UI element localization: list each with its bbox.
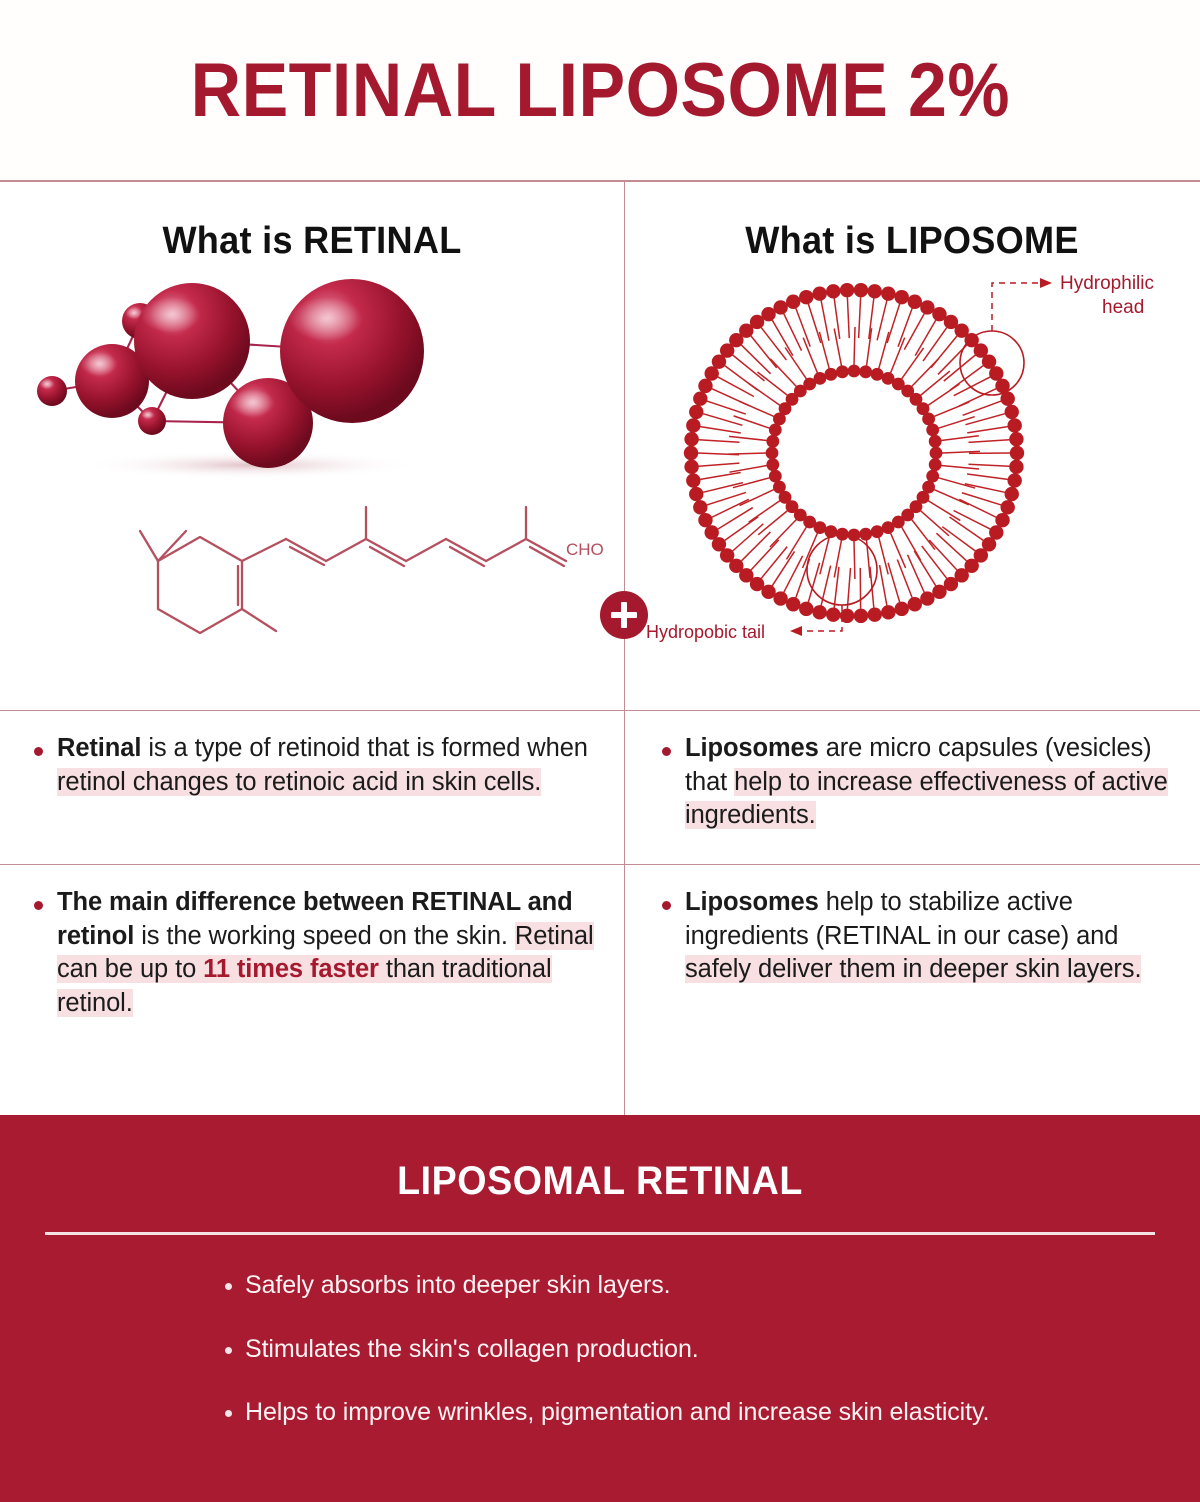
bullet-dot-icon [225, 1410, 232, 1417]
comparison-grid: What is RETINAL [0, 180, 1200, 1115]
retinal-heading: What is RETINAL [16, 182, 609, 263]
bullet-cell-right-1: Liposomes are micro capsules (vesicles) … [624, 710, 1200, 847]
hydrophilic-head-label-line2: head [1102, 297, 1144, 318]
list-item: Safely absorbs into deeper skin layers. [225, 1269, 1080, 1303]
hydrophobic-tail-label: Hydropobic tail [646, 622, 765, 642]
bullet-text-left-1: Retinal is a type of retinoid that is fo… [57, 732, 594, 799]
hydrophilic-head-label-line1: Hydrophilic [1060, 273, 1154, 294]
bullet-row-2: The main difference between RETINAL and … [0, 864, 1200, 1035]
retinal-molecule-graphic: CHO [0, 263, 624, 683]
bullet-dot-icon [662, 747, 671, 756]
bullet-dot-icon [34, 747, 43, 756]
liposomal-retinal-banner: LIPOSOMAL RETINAL Safely absorbs into de… [0, 1115, 1200, 1502]
bullet-text-right-1: Liposomes are micro capsules (vesicles) … [685, 732, 1182, 833]
hydrophilic-head-callout [960, 278, 1052, 395]
diagram-row: What is RETINAL [0, 182, 1200, 710]
list-item: Liposomes help to stabilize active ingre… [662, 886, 1182, 987]
liposome-bilayer-graphic: Hydrophilic head Hydropobic tail [624, 263, 1200, 683]
banner-item-text: Safely absorbs into deeper skin layers. [245, 1269, 671, 1303]
banner-item-text: Stimulates the skin's collagen productio… [245, 1333, 699, 1367]
bullet-dot-icon [662, 901, 671, 910]
list-item: Helps to improve wrinkles, pigmentation … [225, 1396, 1080, 1430]
page-header: RETINAL LIPOSOME 2% [0, 0, 1200, 180]
list-item: Retinal is a type of retinoid that is fo… [34, 732, 594, 799]
bullet-row-1: Retinal is a type of retinoid that is fo… [0, 710, 1200, 847]
bullet-cell-left-1: Retinal is a type of retinoid that is fo… [0, 710, 624, 847]
liposome-artwork: Hydrophilic head Hydropobic tail [624, 263, 1200, 703]
bullet-text-left-2: The main difference between RETINAL and … [57, 886, 594, 1021]
list-item: Liposomes are micro capsules (vesicles) … [662, 732, 1182, 833]
retinal-skeletal-formula [140, 507, 566, 633]
liposome-heading: What is LIPOSOME [638, 182, 1185, 263]
banner-divider [45, 1232, 1155, 1235]
bullet-cell-left-2: The main difference between RETINAL and … [0, 864, 624, 1035]
banner-title: LIPOSOMAL RETINAL [36, 1159, 1164, 1204]
plus-icon [600, 591, 648, 639]
list-item: Stimulates the skin's collagen productio… [225, 1333, 1080, 1367]
retinal-artwork: CHO [0, 263, 624, 703]
bullet-text-right-2: Liposomes help to stabilize active ingre… [685, 886, 1182, 987]
retinal-panel: What is RETINAL [0, 182, 624, 710]
cho-label: CHO [566, 540, 604, 559]
banner-benefit-list: Safely absorbs into deeper skin layers. S… [0, 1269, 1200, 1430]
liposome-panel: What is LIPOSOME Hydrophili [624, 182, 1200, 710]
bullet-dot-icon [225, 1283, 232, 1290]
molecule-atoms [37, 279, 424, 468]
bullet-dot-icon [34, 901, 43, 910]
banner-item-text: Helps to improve wrinkles, pigmentation … [245, 1396, 989, 1430]
bullet-cell-right-2: Liposomes help to stabilize active ingre… [624, 864, 1200, 1035]
page-title: RETINAL LIPOSOME 2% [190, 47, 1009, 134]
bullet-dot-icon [225, 1347, 232, 1354]
list-item: The main difference between RETINAL and … [34, 886, 594, 1021]
